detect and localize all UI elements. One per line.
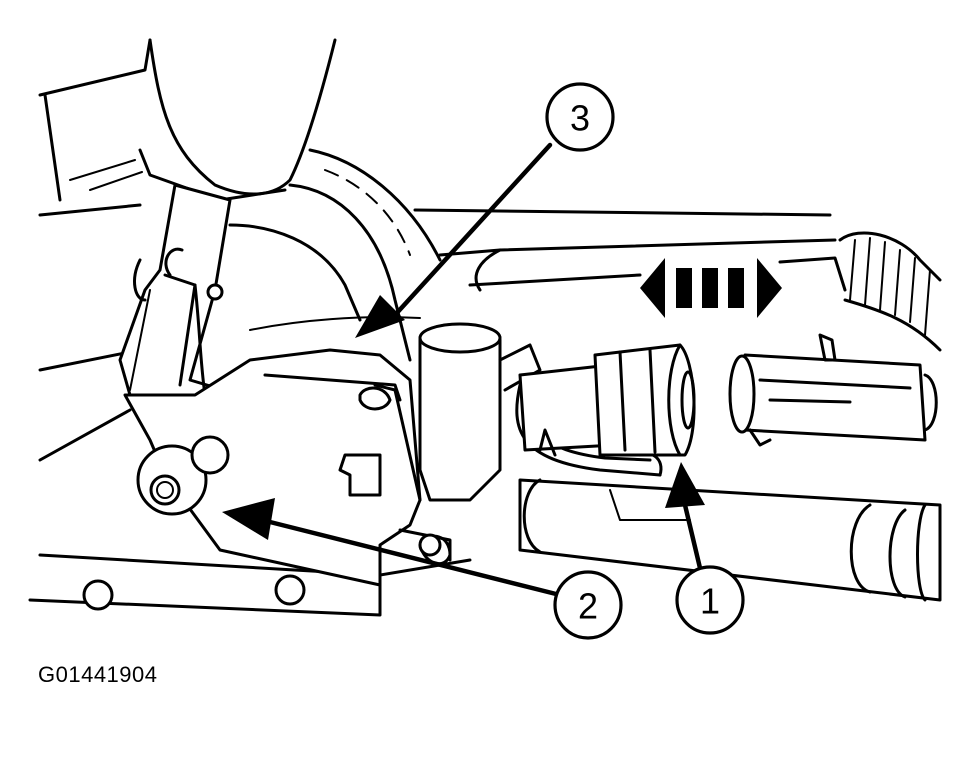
leader-arrow-1 — [665, 462, 705, 571]
double-arrow-icon — [640, 258, 782, 318]
mounting-holes — [82, 533, 442, 611]
actuator-lever — [118, 183, 257, 402]
connector-detached — [728, 333, 938, 447]
mounting-bolt — [136, 435, 230, 516]
callout-3-label: 3 — [570, 98, 590, 139]
figure-id: G01441904 — [38, 662, 158, 687]
leader-arrow-2 — [222, 498, 563, 598]
callout-2-label: 2 — [578, 586, 598, 627]
callout-3: 3 — [545, 82, 615, 152]
coiled-harness — [778, 231, 942, 352]
callout-2: 2 — [553, 570, 623, 640]
callout-1-label: 1 — [700, 581, 720, 622]
column-shroud — [38, 38, 337, 202]
leader-arrow-3 — [355, 142, 553, 338]
callout-1: 1 — [675, 565, 745, 635]
connector-attached — [518, 343, 696, 457]
steering-shaft — [518, 478, 942, 602]
column-bracket-arc — [228, 148, 442, 362]
